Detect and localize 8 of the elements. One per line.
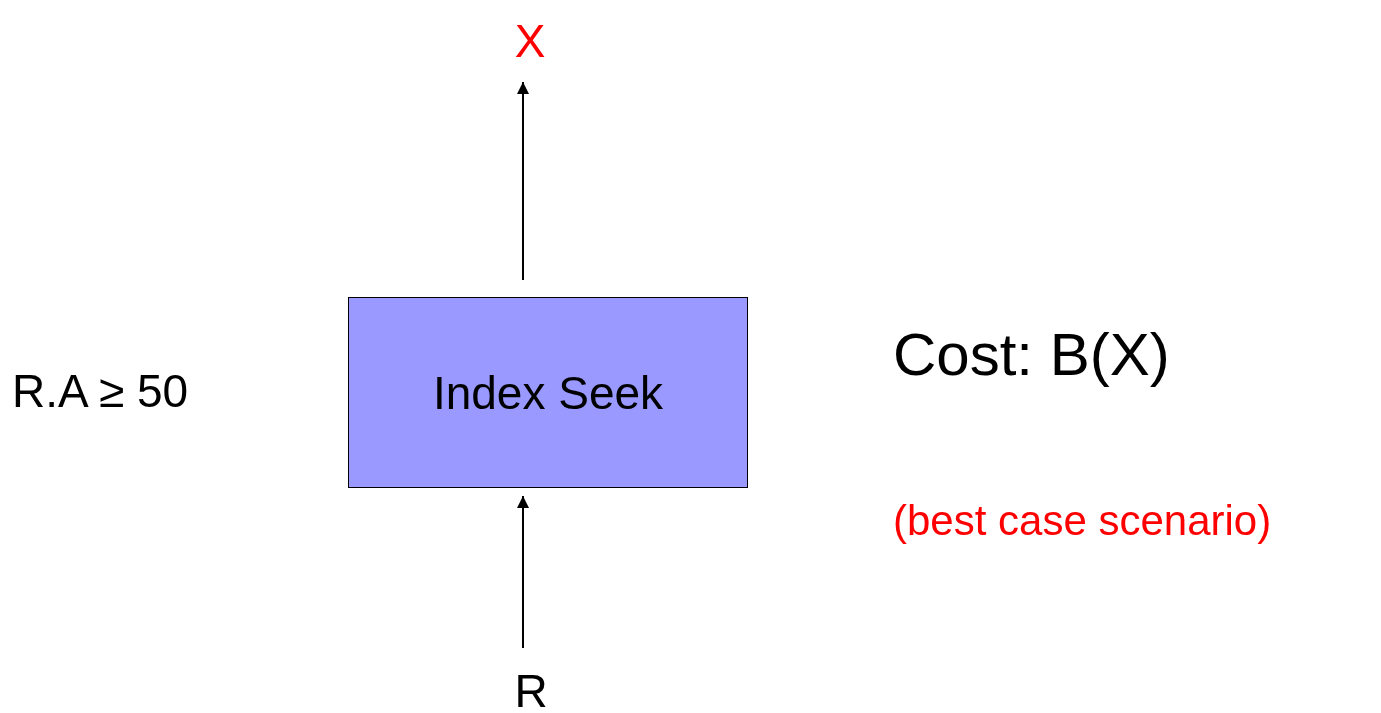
arrow — [517, 81, 529, 281]
condition-text: R.A ≥ 50 — [12, 368, 189, 414]
output-label: X — [514, 18, 546, 64]
cost-formula: Cost: B(X) — [893, 325, 1170, 385]
process-box: Index Seek — [348, 297, 748, 488]
note-text: (best case scenario) — [893, 500, 1272, 542]
arrow — [517, 495, 529, 649]
input-label: R — [514, 668, 548, 713]
